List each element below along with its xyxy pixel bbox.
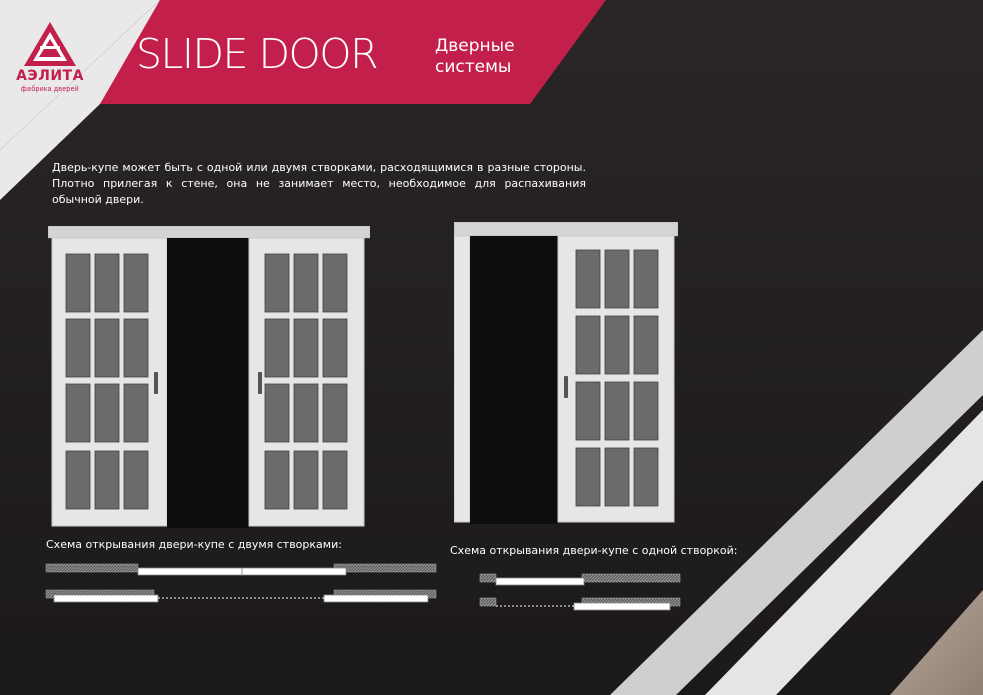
right-door-panel: [248, 237, 365, 527]
door-opening: [167, 238, 249, 528]
triangle-logo-icon: [24, 22, 76, 66]
left-band-lower: [0, 0, 160, 200]
intro-text: Дверь-купе может быть с одной или двумя …: [52, 161, 586, 206]
double-sliding-door-illustration: [48, 226, 370, 528]
double-door-caption: Схема открывания двери-купе с двумя ство…: [46, 538, 342, 551]
single-door-caption: Схема открывания двери-купе с одной ство…: [450, 544, 738, 557]
brand-name: АЭЛИТА: [16, 68, 84, 84]
page-subtitle: Дверные системы: [435, 36, 515, 77]
brand-tagline: фабрика дверей: [20, 86, 80, 93]
double-door-scheme: [45, 563, 437, 603]
door-opening: [470, 236, 558, 524]
page-title: SLIDE DOOR: [136, 30, 379, 78]
single-door-panel: [557, 235, 675, 523]
top-rail: [48, 226, 370, 239]
single-sliding-door-illustration: [454, 222, 678, 524]
top-rail: [454, 222, 678, 237]
left-door-panel: [51, 237, 168, 527]
right-stripe-1: [610, 330, 983, 695]
right-stripe-2: [705, 410, 983, 695]
header-band: [0, 0, 606, 200]
floor-corner: [890, 590, 983, 695]
single-door-scheme: [479, 573, 681, 611]
door-jamb: [454, 235, 471, 523]
